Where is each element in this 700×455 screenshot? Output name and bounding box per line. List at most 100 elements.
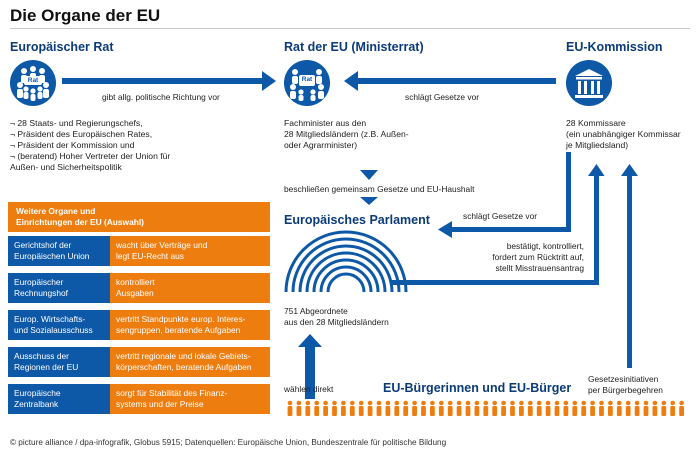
weitere-organe-header: Weitere Organe und Einrichtungen der EU … xyxy=(8,202,270,232)
rat-icon-label: Rat xyxy=(24,76,42,85)
citizen-icon-row xyxy=(287,400,684,416)
citizen-icon xyxy=(349,400,355,416)
citizen-icon xyxy=(430,400,435,416)
arrow-kommission-to-ministerrat xyxy=(358,78,556,84)
citizen-icon xyxy=(341,400,346,416)
flow-label-joint-decision: beschließen gemeinsam Gesetze und EU-Hau… xyxy=(284,184,475,194)
citizen-icon xyxy=(438,400,444,416)
citizen-icon xyxy=(545,400,551,416)
ministerrat-heading: Rat der EU (Ministerrat) xyxy=(284,40,424,54)
citizen-icon xyxy=(314,400,320,416)
citizen-icon xyxy=(483,400,489,416)
citizen-icon xyxy=(456,400,462,416)
organ-name: Europäischer Rechnungshof xyxy=(8,273,110,303)
citizen-icon xyxy=(465,400,471,416)
citizen-icon xyxy=(581,400,587,416)
organ-row: Gerichtshof der Europäischen Union wacht… xyxy=(8,236,270,266)
citizen-icon xyxy=(616,400,622,416)
arrow-kommission-to-parlament xyxy=(452,227,571,232)
citizen-icon xyxy=(572,400,578,416)
citizen-icon xyxy=(447,400,453,416)
organ-name: Ausschuss der Regionen der EU xyxy=(8,347,110,377)
citizen-icon xyxy=(634,400,640,416)
parlament-members: 751 Abgeordnete aus den 28 Mitgliedsländ… xyxy=(284,306,389,327)
citizen-icon xyxy=(287,400,293,416)
citizen-icon xyxy=(296,400,302,416)
parliament-arc-icon xyxy=(284,230,408,293)
citizen-icon xyxy=(323,400,328,416)
organ-description: kontrolliert Ausgaben xyxy=(110,273,270,303)
arrowhead-buerger-to-kommission xyxy=(621,164,638,176)
citizen-icon xyxy=(643,400,649,416)
arrowhead-buerger-to-parlament xyxy=(298,334,322,347)
citizen-icon xyxy=(474,400,480,416)
arrow-parlament-up xyxy=(594,176,599,285)
citizen-icon xyxy=(536,400,542,416)
organ-name: Gerichtshof der Europäischen Union xyxy=(8,236,110,266)
flow-label-kommission-to-parlament: schlägt Gesetze vor xyxy=(463,211,538,221)
citizen-icon xyxy=(625,400,631,416)
flow-label-kommission-to-ministerrat: schlägt Gesetze vor xyxy=(405,92,480,102)
people-group-icon: Rat xyxy=(284,60,330,106)
arrow-buerger-to-parlament xyxy=(305,347,315,399)
organ-name: Europäische Zentralbank xyxy=(8,384,110,414)
organ-description: vertritt Standpunkte europ. Interes- sen… xyxy=(110,310,270,340)
page-title: Die Organe der EU xyxy=(10,6,161,25)
citizen-icon xyxy=(332,400,337,416)
ministerrat-icon-label: Rat xyxy=(301,76,313,83)
organ-row: Europäischer Rechnungshof kontrolliert A… xyxy=(8,273,270,303)
citizen-icon xyxy=(527,400,533,416)
arrow-rat-to-ministerrat xyxy=(62,78,262,84)
flow-label-rat-to-ministerrat: gibt allg. politische Richtung vor xyxy=(102,92,220,102)
organ-name: Europ. Wirtschafts- und Sozialausschuss xyxy=(8,310,110,340)
citizen-icon xyxy=(510,400,515,416)
organ-description: wacht über Verträge und legt EU-Recht au… xyxy=(110,236,270,266)
organ-description: vertritt regionale und lokale Gebiets- k… xyxy=(110,347,270,377)
citizen-icon xyxy=(670,400,676,416)
parlament-heading: Europäisches Parlament xyxy=(284,213,430,227)
arrow-buerger-to-kommission xyxy=(627,176,632,368)
ministerrat-members: Fachminister aus den 28 Mitgliedsländern… xyxy=(284,118,409,150)
organ-row: Ausschuss der Regionen der EU vertritt r… xyxy=(8,347,270,377)
rat-members: ¬ 28 Staats- und Regierungschefs, ¬ Präs… xyxy=(10,118,171,172)
kommission-members: 28 Kommissare (ein unabhängiger Kommissa… xyxy=(566,118,681,150)
citizen-icon xyxy=(412,400,417,416)
citizen-icon xyxy=(679,400,684,416)
citizen-icon xyxy=(367,400,373,416)
flow-label-buerger-to-parlament: wählen direkt xyxy=(284,384,334,394)
temple-icon xyxy=(566,60,612,106)
arrowhead-kommission-to-parlament xyxy=(438,221,452,238)
citizen-icon xyxy=(394,400,400,416)
citizen-icon xyxy=(492,400,498,416)
organ-row: Europäische Zentralbank sorgt für Stabil… xyxy=(8,384,270,414)
rat-heading: Europäischer Rat xyxy=(10,40,114,54)
arrowhead-rat-to-ministerrat xyxy=(262,71,276,91)
citizen-icon xyxy=(519,400,524,416)
citizen-icon xyxy=(376,400,382,416)
citizen-icon xyxy=(661,400,667,416)
citizen-icon xyxy=(563,400,569,416)
citizen-icon xyxy=(554,400,560,416)
arrow-kommission-down xyxy=(566,152,571,232)
citizen-icon xyxy=(385,400,391,416)
arrowhead-joint-decision xyxy=(360,170,378,180)
citizen-icon xyxy=(358,400,364,416)
kommission-heading: EU-Kommission xyxy=(566,40,663,54)
arrowhead-parlament-to-kommission xyxy=(588,164,605,176)
citizen-icon xyxy=(599,400,604,416)
citizen-icon xyxy=(403,400,409,416)
citizen-icon xyxy=(501,400,506,416)
buerger-heading: EU-Bürgerinnen und EU-Bürger xyxy=(383,381,572,395)
arrowhead-joint-decision-lower xyxy=(360,197,378,205)
citizen-icon xyxy=(421,400,426,416)
citizen-icon xyxy=(652,400,658,416)
arrow-parlament-to-kommission xyxy=(390,280,599,285)
citizen-icon xyxy=(590,400,595,416)
organ-row: Europ. Wirtschafts- und Sozialausschuss … xyxy=(8,310,270,340)
citizen-icon xyxy=(608,400,613,416)
flow-label-buerger-to-kommission: Gesetzesinitiativen per Bürgerbegehren xyxy=(588,374,663,395)
arrowhead-kommission-to-ministerrat xyxy=(344,71,358,91)
citizen-icon xyxy=(305,400,311,416)
